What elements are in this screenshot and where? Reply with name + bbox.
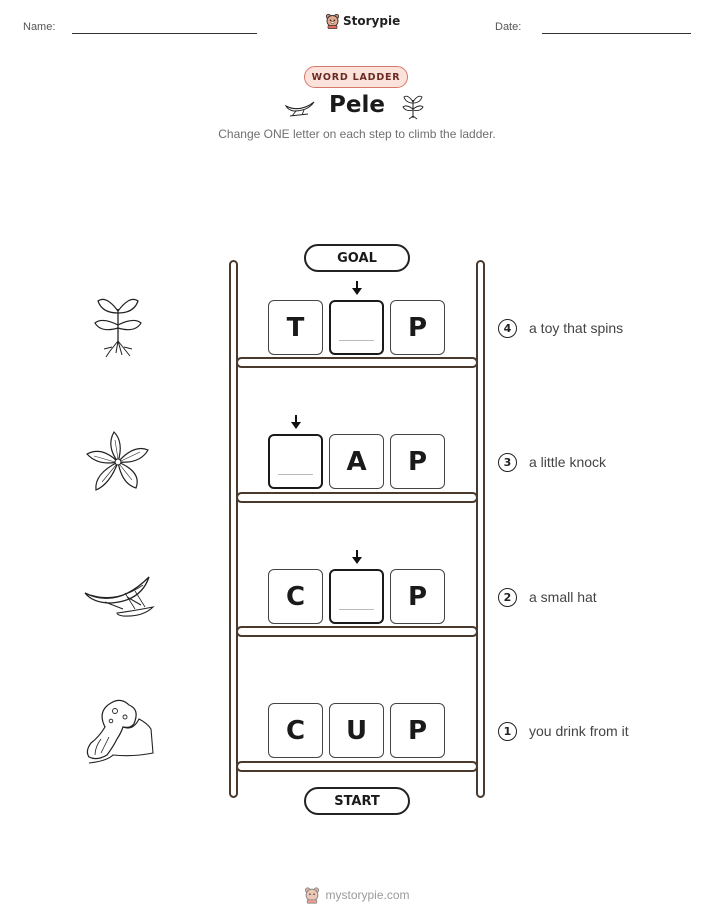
sprout-icon bbox=[402, 95, 424, 120]
word-ladder-badge: WORD LADDER bbox=[304, 66, 408, 88]
ladder-step-1: C U P 1 you drink from it bbox=[0, 693, 714, 764]
step-number: 1 bbox=[498, 722, 517, 741]
arrow-down-icon bbox=[352, 550, 362, 564]
step-clue: a toy that spins bbox=[529, 320, 624, 336]
arrow-down-icon bbox=[291, 415, 301, 429]
volcano-lava-icon bbox=[86, 699, 154, 764]
step-number: 4 bbox=[498, 319, 517, 338]
letter-tile: C bbox=[268, 569, 323, 624]
name-line[interactable] bbox=[72, 33, 257, 34]
ladder-left-rail bbox=[229, 260, 238, 798]
blank-letter-tile[interactable] bbox=[268, 434, 323, 489]
letter-tile: P bbox=[390, 300, 445, 355]
brand-logo: Storypie bbox=[325, 13, 400, 29]
date-label: Date: bbox=[495, 21, 522, 33]
step-number: 2 bbox=[498, 588, 517, 607]
letter-tile: T bbox=[268, 300, 323, 355]
ladder-rung bbox=[236, 357, 478, 368]
brand-name: Storypie bbox=[343, 14, 401, 28]
blank-letter-tile[interactable] bbox=[329, 300, 384, 355]
page-title: Pele bbox=[329, 92, 385, 118]
ladder-step-2: C P 2 a small hat bbox=[0, 550, 714, 629]
step-clue: a small hat bbox=[529, 589, 597, 605]
ladder-step-4: T P 4 a toy that spins bbox=[0, 281, 714, 360]
step-clue: you drink from it bbox=[529, 723, 629, 739]
footer-link[interactable]: mystorypie.com bbox=[325, 888, 410, 902]
ladder-rung bbox=[236, 626, 478, 637]
date-line[interactable] bbox=[542, 33, 691, 34]
arrow-down-icon bbox=[352, 281, 362, 295]
ladder-rung bbox=[236, 492, 478, 503]
step-clue: a little knock bbox=[529, 454, 607, 470]
outrigger-canoe-icon bbox=[84, 576, 155, 617]
blank-letter-tile[interactable] bbox=[329, 569, 384, 624]
bear-mascot-icon bbox=[305, 887, 320, 904]
letter-tile: C bbox=[268, 703, 323, 758]
step-number: 3 bbox=[498, 453, 517, 472]
letter-tile: P bbox=[390, 703, 445, 758]
plumeria-flower-icon bbox=[86, 431, 149, 491]
ladder-rung bbox=[236, 761, 478, 772]
sprout-with-roots-icon bbox=[94, 298, 142, 358]
letter-tile: P bbox=[390, 434, 445, 489]
start-label: START bbox=[304, 787, 410, 815]
ladder-step-3: A P 3 a little knock bbox=[0, 415, 714, 494]
bear-mascot-icon bbox=[325, 13, 340, 29]
name-label: Name: bbox=[23, 21, 56, 33]
instructions: Change ONE letter on each step to climb … bbox=[218, 127, 496, 141]
canoe-icon bbox=[284, 101, 315, 117]
letter-tile: P bbox=[390, 569, 445, 624]
goal-label: GOAL bbox=[304, 244, 410, 272]
letter-tile: A bbox=[329, 434, 384, 489]
letter-tile: U bbox=[329, 703, 384, 758]
footer: mystorypie.com bbox=[0, 886, 714, 904]
ladder-right-rail bbox=[476, 260, 485, 798]
